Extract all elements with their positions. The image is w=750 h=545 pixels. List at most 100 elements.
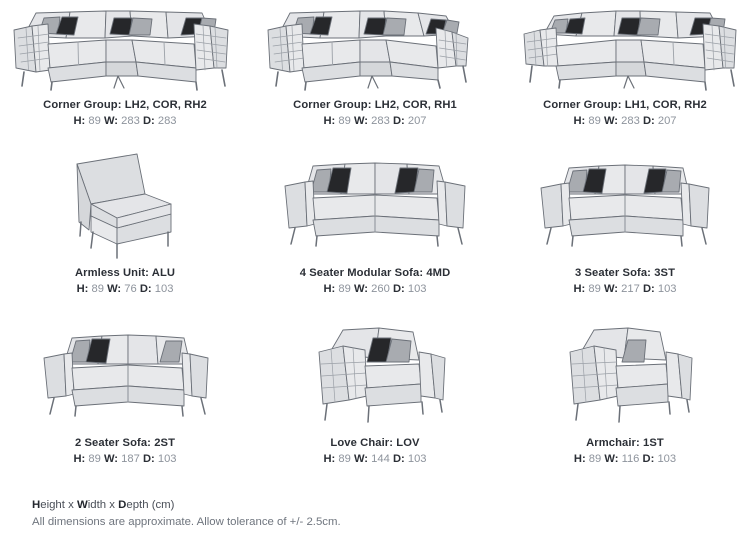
key-depth-initial: D xyxy=(118,498,127,511)
dim-depth-value: 103 xyxy=(407,452,427,465)
product-card: Armchair: 1ST H: 89 W: 116 D: 103 xyxy=(500,302,750,472)
dim-width-label: W: xyxy=(353,114,369,127)
dim-depth-label: D: xyxy=(642,114,655,127)
dim-height-value: 89 xyxy=(588,282,601,295)
product-title: Love Chair: LOV xyxy=(330,437,420,449)
dim-depth-value: 207 xyxy=(657,114,677,127)
dim-depth-label: D: xyxy=(142,452,155,465)
dim-depth-value: 103 xyxy=(154,282,174,295)
product-caption: Corner Group: LH2, COR, RH1 H: 89 W: 283… xyxy=(293,98,457,129)
product-title: 4 Seater Modular Sofa: 4MD xyxy=(299,267,451,279)
dim-width-value: 283 xyxy=(121,114,140,127)
dim-depth-value: 207 xyxy=(407,114,427,127)
tolerance-note: All dimensions are approximate. Allow to… xyxy=(32,515,341,528)
dim-height-value: 89 xyxy=(588,114,601,127)
product-dimensions: H: 89 W: 217 D: 103 xyxy=(573,282,676,297)
product-card: Corner Group: LH2, COR, RH2 H: 89 W: 283… xyxy=(0,0,250,132)
dim-width-value: 217 xyxy=(621,282,640,295)
product-illustration-sofa-4-seater-modular xyxy=(250,132,500,260)
dim-width-label: W: xyxy=(604,452,619,465)
product-illustration-corner-group-symmetric xyxy=(0,0,250,92)
product-caption: Armless Unit: ALU H: 89 W: 76 D: 103 xyxy=(75,266,175,297)
dim-height-value: 89 xyxy=(338,452,351,465)
dim-depth-label: D: xyxy=(642,282,655,295)
product-illustration-sofa-3-seater xyxy=(500,132,750,260)
dim-depth-value: 103 xyxy=(657,452,677,465)
dim-depth-label: D: xyxy=(139,282,152,295)
product-caption: 2 Seater Sofa: 2ST H: 89 W: 187 D: 103 xyxy=(73,436,176,467)
product-dimensions: H: 89 W: 76 D: 103 xyxy=(75,282,175,297)
product-dimensions: H: 89 W: 144 D: 103 xyxy=(323,452,426,467)
dim-width-label: W: xyxy=(103,114,119,127)
dim-height-label: H: xyxy=(73,452,86,465)
product-card: Love Chair: LOV H: 89 W: 144 D: 103 xyxy=(250,302,500,472)
product-caption: Armchair: 1ST H: 89 W: 116 D: 103 xyxy=(574,436,676,467)
product-card: Armless Unit: ALU H: 89 W: 76 D: 103 xyxy=(0,132,250,302)
dim-height-label: H: xyxy=(73,114,86,127)
product-illustration-sofa-2-seater xyxy=(0,302,250,430)
product-caption: 3 Seater Sofa: 3ST H: 89 W: 217 D: 103 xyxy=(573,266,676,297)
product-dimensions: H: 89 W: 187 D: 103 xyxy=(73,452,176,467)
product-card: Corner Group: LH1, COR, RH2 H: 89 W: 283… xyxy=(500,0,750,132)
product-card: Corner Group: LH2, COR, RH1 H: 89 W: 283… xyxy=(250,0,500,132)
key-width-rest: idth x xyxy=(87,498,119,511)
product-title: Armchair: 1ST xyxy=(586,437,664,449)
product-title: Corner Group: LH2, COR, RH1 xyxy=(293,99,457,111)
dim-height-value: 89 xyxy=(588,452,602,465)
dim-height-value: 89 xyxy=(91,282,104,295)
product-title: 3 Seater Sofa: 3ST xyxy=(574,267,676,279)
dim-height-label: H: xyxy=(573,282,586,295)
product-caption: Love Chair: LOV H: 89 W: 144 D: 103 xyxy=(323,436,426,467)
product-dimensions: H: 89 W: 283 D: 283 xyxy=(43,114,207,129)
dim-height-label: H: xyxy=(323,452,336,465)
product-card: 3 Seater Sofa: 3ST H: 89 W: 217 D: 103 xyxy=(500,132,750,302)
product-dimensions: H: 89 W: 116 D: 103 xyxy=(574,452,676,467)
dimension-key: Height x Width x Depth (cm) xyxy=(32,497,341,514)
dim-width-label: W: xyxy=(103,452,119,465)
dim-height-label: H: xyxy=(573,114,586,127)
dim-depth-label: D: xyxy=(142,114,155,127)
dim-width-value: 76 xyxy=(124,282,137,295)
dim-depth-label: D: xyxy=(392,282,405,295)
dim-depth-value: 103 xyxy=(657,282,677,295)
dim-width-label: W: xyxy=(353,282,369,295)
dim-height-value: 89 xyxy=(88,114,101,127)
product-title: 2 Seater Sofa: 2ST xyxy=(74,437,176,449)
dim-depth-value: 103 xyxy=(407,282,427,295)
dim-depth-value: 103 xyxy=(157,452,177,465)
product-title: Armless Unit: ALU xyxy=(74,267,176,279)
product-caption: Corner Group: LH1, COR, RH2 H: 89 W: 283… xyxy=(543,98,707,129)
dim-depth-value: 283 xyxy=(157,114,177,127)
product-illustration-armchair xyxy=(500,302,750,430)
dim-width-value: 187 xyxy=(121,452,140,465)
key-width-initial: W xyxy=(76,498,88,511)
key-height-initial: H xyxy=(32,498,41,511)
footer-notes: Height x Width x Depth (cm) All dimensio… xyxy=(32,497,341,531)
product-illustration-love-chair xyxy=(250,302,500,430)
dim-width-value: 283 xyxy=(371,114,390,127)
dim-width-label: W: xyxy=(353,452,369,465)
product-dimensions: H: 89 W: 283 D: 207 xyxy=(293,114,457,129)
product-title: Corner Group: LH2, COR, RH2 xyxy=(43,99,207,111)
product-illustration-corner-group-right-short xyxy=(250,0,500,92)
dim-height-label: H: xyxy=(573,452,586,465)
product-grid: Corner Group: LH2, COR, RH2 H: 89 W: 283… xyxy=(0,0,750,472)
dim-height-value: 89 xyxy=(88,452,101,465)
dim-height-label: H: xyxy=(76,282,89,295)
dim-height-value: 89 xyxy=(338,114,351,127)
dim-width-value: 116 xyxy=(621,452,640,465)
product-caption: Corner Group: LH2, COR, RH2 H: 89 W: 283… xyxy=(43,98,207,129)
dim-width-value: 283 xyxy=(621,114,640,127)
product-illustration-corner-group-left-short xyxy=(500,0,750,92)
dim-height-value: 89 xyxy=(338,282,351,295)
dim-width-label: W: xyxy=(603,114,619,127)
product-dimensions: H: 89 W: 283 D: 207 xyxy=(543,114,707,129)
dim-height-label: H: xyxy=(323,114,336,127)
key-height-rest: eight x xyxy=(40,498,77,511)
dim-width-label: W: xyxy=(107,282,122,295)
product-dimensions: H: 89 W: 260 D: 103 xyxy=(300,282,451,297)
product-caption: 4 Seater Modular Sofa: 4MD H: 89 W: 260 … xyxy=(300,266,451,297)
dim-width-value: 260 xyxy=(371,282,390,295)
dim-depth-label: D: xyxy=(642,452,655,465)
